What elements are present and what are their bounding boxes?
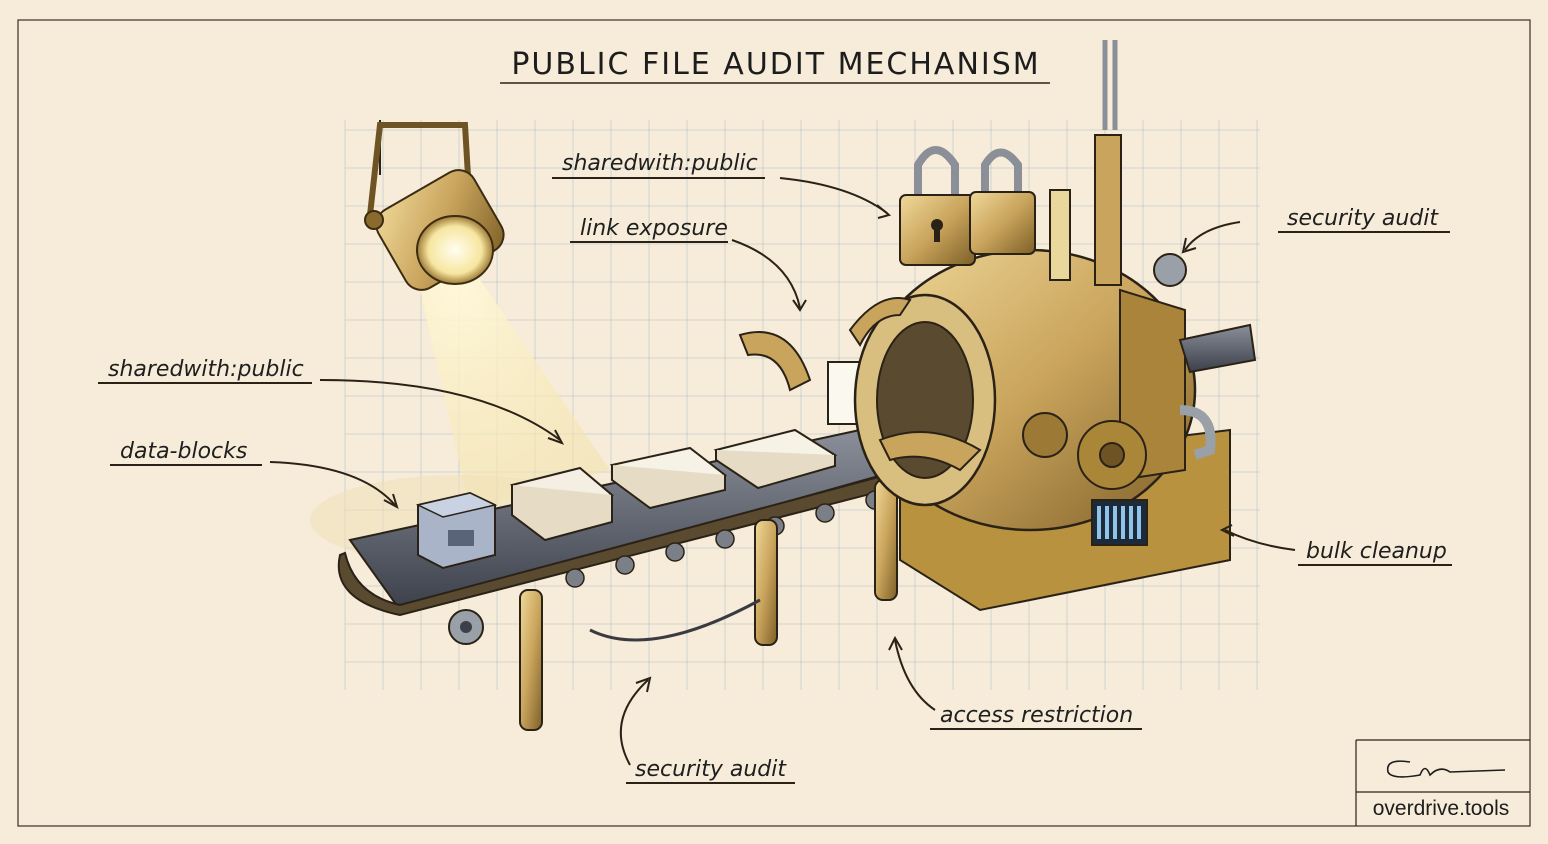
vent-bar (1129, 506, 1133, 539)
label-security-audit-right: security audit (1287, 206, 1439, 231)
page-frame (17, 19, 1531, 827)
document-stack-1 (509, 466, 615, 542)
valve-wheel-icon (1022, 412, 1068, 458)
credit-text: overdrive.tools (1373, 797, 1510, 820)
arrow-link-exposure (731, 239, 801, 309)
vent-bar (1097, 506, 1101, 539)
label-access-restriction: access restriction (940, 703, 1133, 728)
arrow-security-audit-right (1184, 221, 1241, 251)
label-bulk-cleanup: bulk cleanup (1306, 539, 1447, 564)
claw-arm-left (738, 331, 812, 392)
light-beam (420, 265, 610, 510)
vent-bar (1137, 506, 1141, 539)
arrow-access-restriction (894, 639, 936, 711)
data-blocks-items (415, 361, 871, 570)
conveyor-roller (665, 542, 685, 562)
diagram-title: PUBLIC FILE AUDIT MECHANISM (511, 47, 1040, 82)
signature (1386, 760, 1506, 778)
arrow-sharedwith-left (319, 379, 561, 441)
arrow-bulk-cleanup (1224, 529, 1296, 551)
document-stack-3 (713, 428, 838, 490)
pipe-2 (1094, 134, 1122, 286)
document-stack-2 (609, 446, 728, 510)
padlock-icon (969, 148, 1036, 255)
conveyor-roller (615, 555, 635, 575)
vent-bar (1121, 506, 1125, 539)
claw-arm-bottom (878, 431, 982, 472)
side-valve-icon (1153, 253, 1187, 287)
exit-conveyor (1178, 323, 1257, 374)
vent-bar (1105, 506, 1109, 539)
arrow-security-audit-bottom (619, 679, 649, 766)
conveyor-roller (715, 529, 735, 549)
label-security-audit-bottom: security audit (635, 757, 787, 782)
conveyor-roller (565, 568, 585, 588)
pipe-1 (1049, 189, 1071, 281)
annotation-arrows (269, 177, 1296, 766)
audit-machine (738, 40, 1257, 612)
arrow-data-blocks (269, 461, 396, 506)
spotlight-lamp-icon (364, 120, 505, 291)
label-sharedwith-left: sharedwith:public (108, 357, 304, 382)
conveyor-roller (815, 503, 835, 523)
label-link-exposure: link exposure (580, 216, 728, 241)
vent-bar (1113, 506, 1117, 539)
credit-box: overdrive.tools (1355, 739, 1530, 826)
label-data-blocks: data-blocks (120, 439, 247, 464)
label-sharedwith-top: sharedwith:public (562, 151, 758, 176)
claw-arm-top (848, 297, 912, 347)
